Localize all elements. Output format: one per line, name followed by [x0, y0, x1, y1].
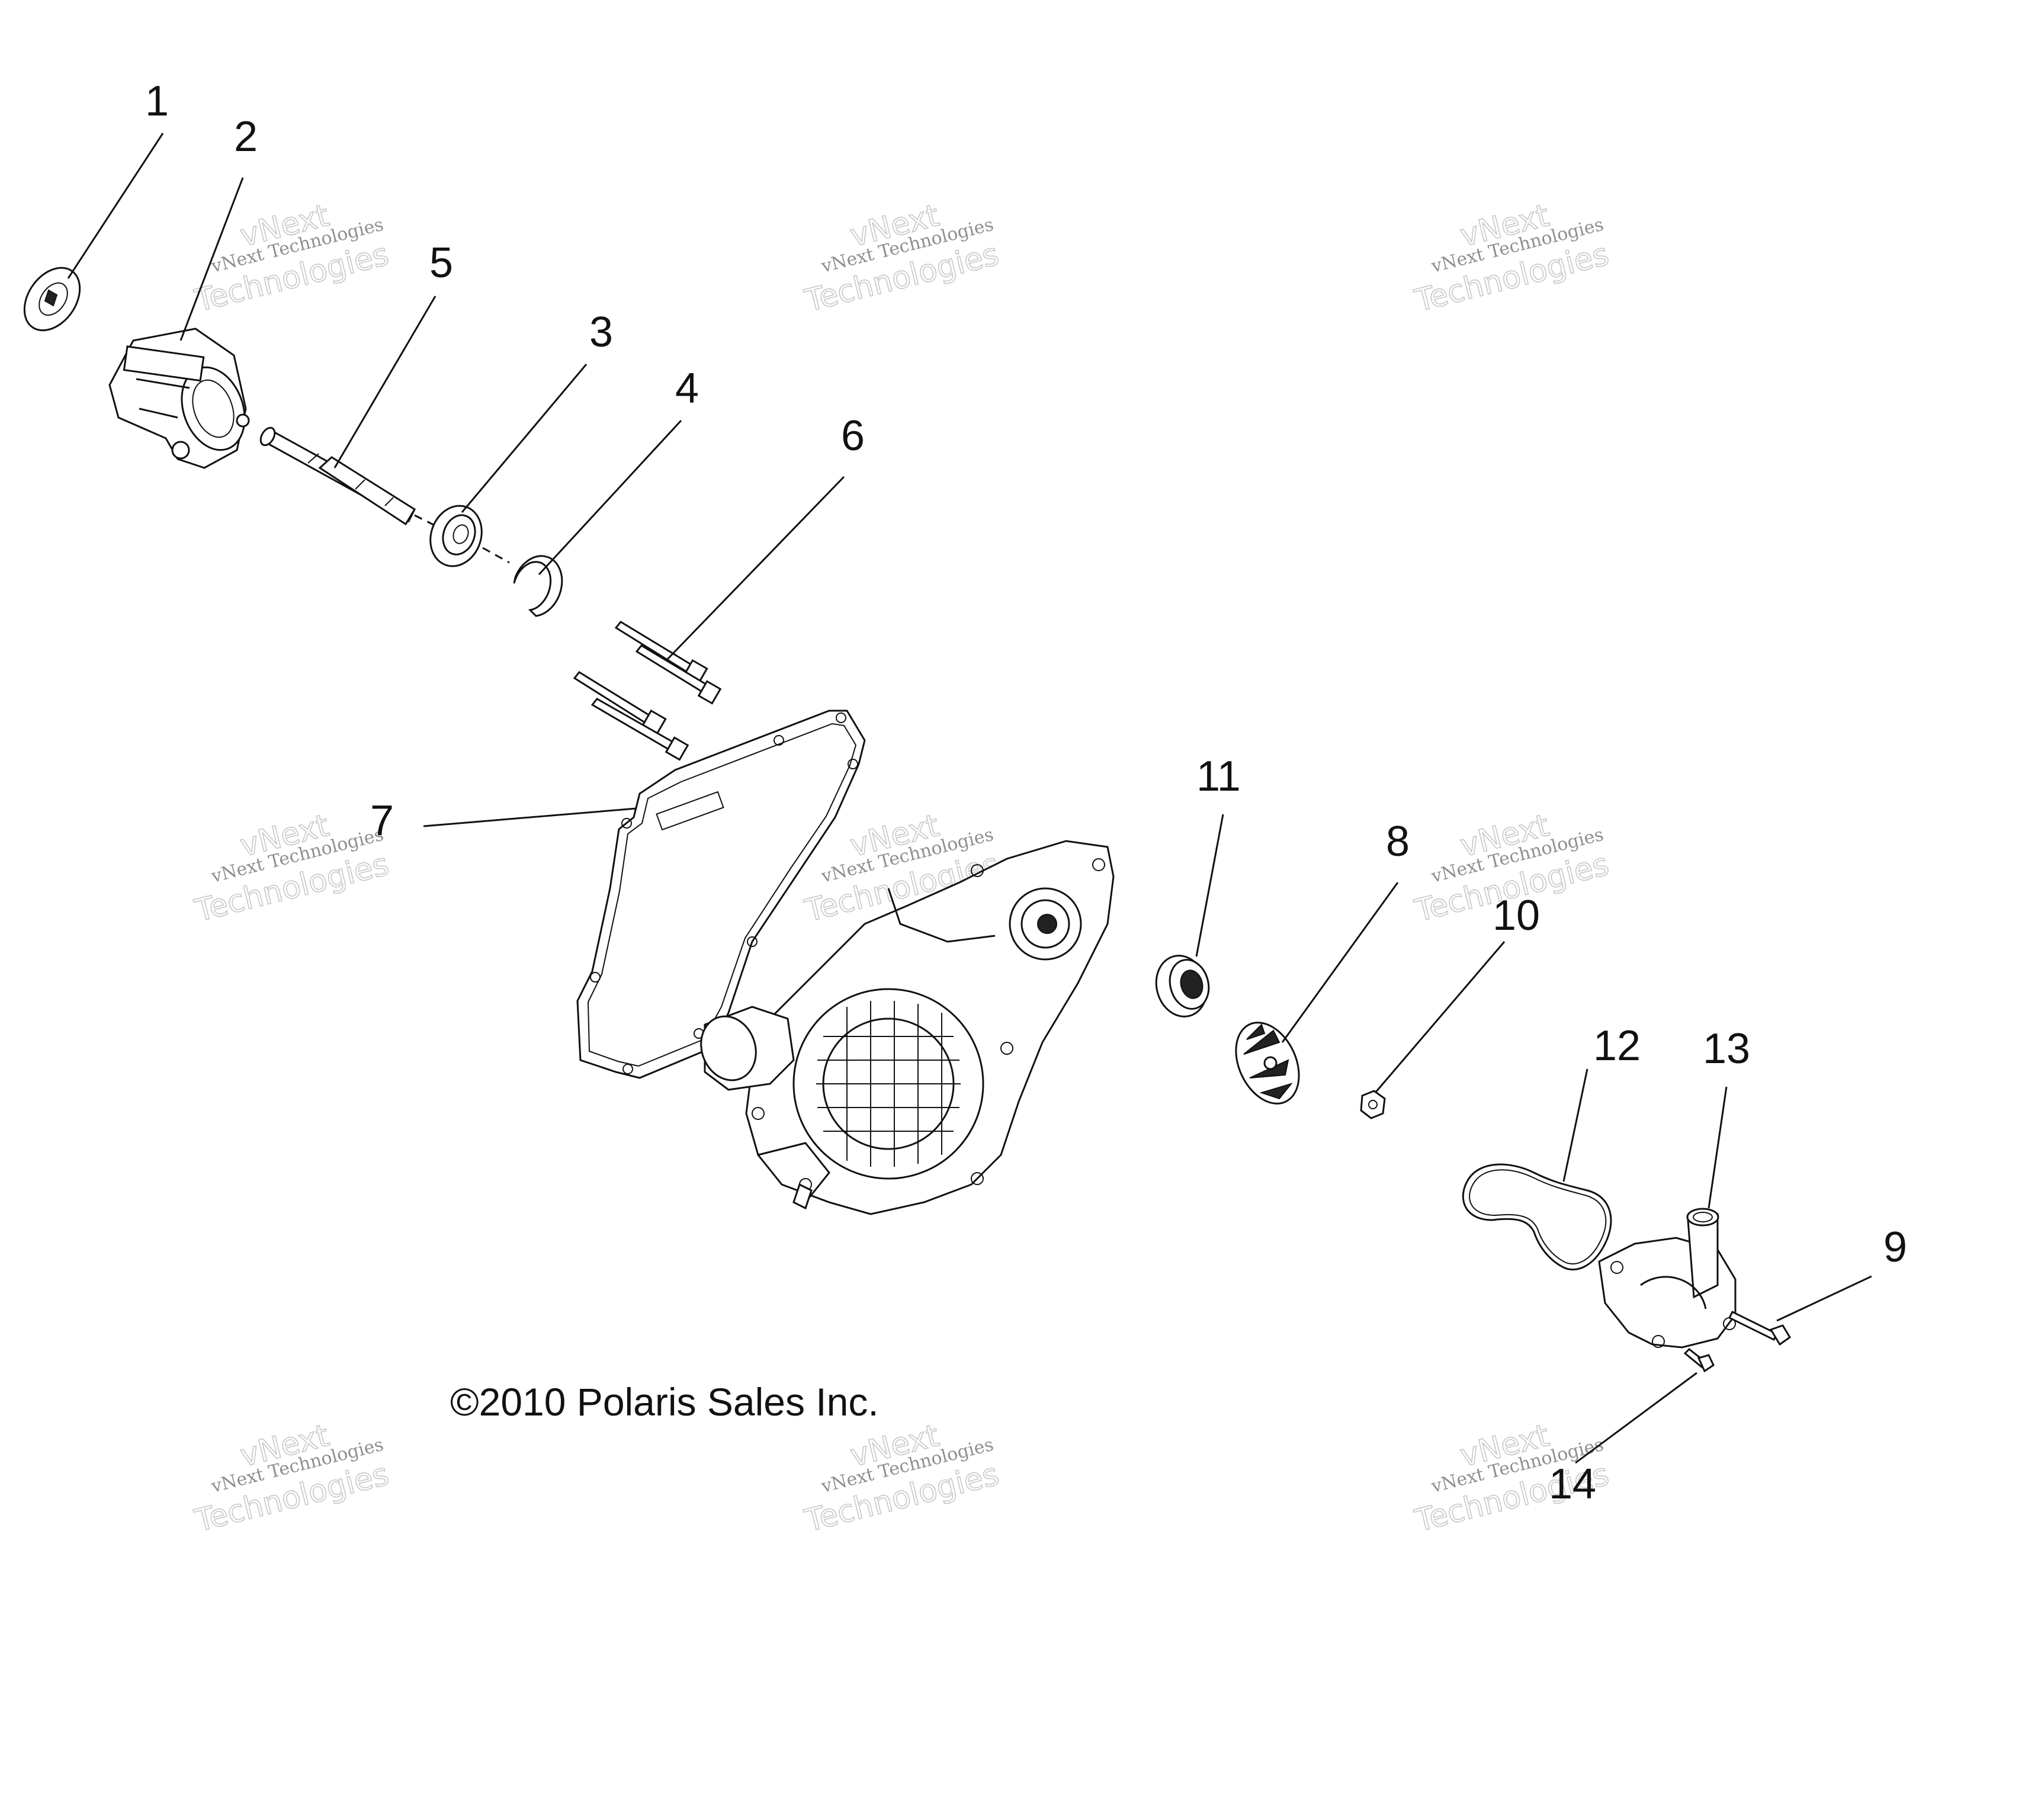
part-8-impeller — [1235, 1022, 1300, 1105]
part-1-coupler — [23, 267, 81, 332]
stator-cover — [700, 840, 1115, 1215]
part-10-nut — [1360, 1090, 1386, 1119]
part-7-gasket — [576, 710, 866, 1079]
part-11-seal — [1155, 955, 1210, 1017]
leader-6 — [665, 476, 845, 662]
leader-4 — [538, 419, 682, 576]
part-9-bolt — [1728, 1310, 1792, 1346]
leader-5 — [333, 296, 437, 468]
callout-12: 12 — [1593, 1022, 1641, 1070]
leader-2 — [179, 177, 244, 341]
watermark-8: vNext Technologies Technologies vNext — [801, 1417, 1003, 1539]
callout-labels: 1 2 5 3 4 6 7 11 8 10 12 13 9 14 — [145, 78, 1907, 1508]
leader-12 — [1562, 1068, 1588, 1182]
callout-8: 8 — [1386, 818, 1410, 865]
leader-10 — [1374, 941, 1506, 1093]
part-13-water-pump-cover — [1598, 1208, 1737, 1349]
part-4-snap-ring — [513, 555, 563, 617]
leader-lines — [67, 133, 1872, 1464]
callout-4: 4 — [675, 365, 699, 412]
leader-8 — [1281, 882, 1399, 1043]
callout-1: 1 — [145, 78, 169, 125]
part-6-bolts — [573, 621, 722, 761]
callout-13: 13 — [1703, 1025, 1750, 1073]
part-5-shaft — [259, 426, 439, 528]
callout-14: 14 — [1549, 1461, 1596, 1508]
part-3-bearing — [429, 505, 510, 567]
leader-13 — [1708, 1086, 1728, 1209]
watermark-7: vNext Technologies Technologies vNext — [191, 1417, 393, 1539]
callout-3: 3 — [589, 309, 613, 356]
watermark-1: vNext Technologies Technologies vNext — [191, 197, 393, 319]
leader-1 — [67, 133, 164, 279]
leader-3 — [461, 364, 588, 513]
leader-14 — [1575, 1372, 1697, 1464]
watermark-2: vNext Technologies Technologies vNext — [801, 197, 1003, 319]
part-2-pump-housing — [108, 328, 250, 469]
watermark-4: vNext Technologies Technologies vNext — [191, 807, 393, 929]
callout-2: 2 — [234, 113, 258, 161]
callout-5: 5 — [429, 239, 453, 287]
copyright-text: ©2010 Polaris Sales Inc. — [450, 1380, 879, 1424]
leader-11 — [1195, 814, 1224, 957]
part-14-bolt — [1683, 1347, 1715, 1373]
callout-9: 9 — [1883, 1224, 1907, 1271]
part-12-o-ring — [1462, 1163, 1612, 1271]
leader-7 — [423, 807, 637, 827]
callout-7: 7 — [370, 797, 394, 845]
callout-6: 6 — [841, 412, 865, 460]
callout-10: 10 — [1493, 892, 1540, 939]
watermark-3: vNext Technologies Technologies vNext — [1411, 197, 1613, 319]
callout-11: 11 — [1196, 753, 1241, 800]
leader-9 — [1776, 1275, 1872, 1322]
